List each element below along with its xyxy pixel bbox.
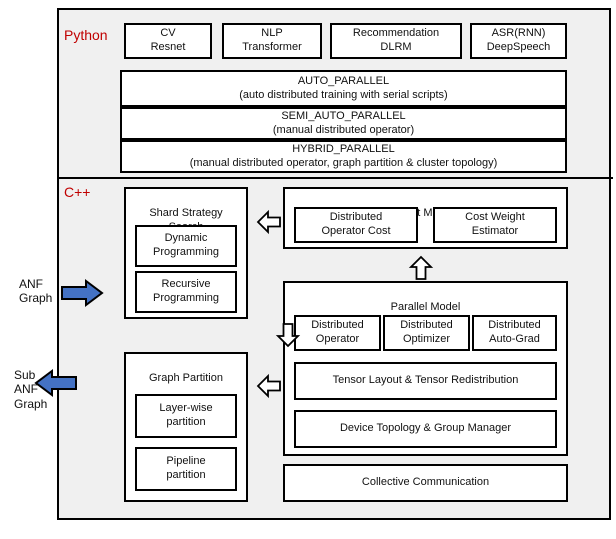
app-box-asr: ASR(RNN) DeepSpeech (470, 23, 567, 59)
collective-communication-box: Collective Communication (283, 464, 568, 502)
cost-weight-estimator-box: Cost Weight Estimator (433, 207, 557, 243)
app-box-cv: CV Resnet (124, 23, 212, 59)
app-box-recommendation: Recommendation DLRM (330, 23, 462, 59)
parallel-model-title: Parallel Model (390, 300, 461, 313)
mode-box-auto-parallel: AUTO_PARALLEL (auto distributed training… (120, 70, 567, 107)
hollow-arrow-left-cost-model-to-shard-strategy (256, 208, 282, 241)
device-topology-group-manager-box: Device Topology & Group Manager (294, 410, 557, 448)
recursive-programming-box: Recursive Programming (135, 271, 237, 313)
distributed-optimizer-box: Distributed Optimizer (383, 315, 470, 351)
tensor-layout-redistribution-box: Tensor Layout & Tensor Redistribution (294, 362, 557, 400)
section-label-cpp: C++ (64, 184, 91, 200)
graph-partition-title: Graph Partition (149, 371, 223, 384)
mode-box-semi-auto-parallel: SEMI_AUTO_PARALLEL (manual distributed o… (120, 107, 567, 140)
section-label-python: Python (64, 27, 108, 43)
blue-arrow-sub-anf-graph-output (34, 368, 78, 403)
python-cpp-divider (57, 177, 613, 179)
layer-wise-partition-box: Layer-wise partition (135, 394, 237, 438)
distributed-auto-grad-box: Distributed Auto-Grad (472, 315, 557, 351)
blue-arrow-anf-graph-input (60, 278, 104, 313)
io-label-anf-graph: ANF Graph (19, 277, 53, 306)
distributed-operator-box: Distributed Operator (294, 315, 381, 351)
io-label-sub-anf-graph: Sub ANF Graph (14, 368, 48, 411)
dynamic-programming-box: Dynamic Programming (135, 225, 237, 267)
mode-box-hybrid-parallel: HYBRID_PARALLEL (manual distributed oper… (120, 140, 567, 173)
pipeline-partition-box: Pipeline partition (135, 447, 237, 491)
hollow-arrow-up-parallel-model-to-cost-model (407, 255, 435, 286)
distributed-operator-cost-box: Distributed Operator Cost (294, 207, 418, 243)
app-box-nlp: NLP Transformer (222, 23, 322, 59)
hollow-arrow-down-shard-strategy-to-graph-partition (274, 322, 302, 353)
hollow-arrow-left-parallel-model-to-graph-partition (256, 372, 282, 405)
